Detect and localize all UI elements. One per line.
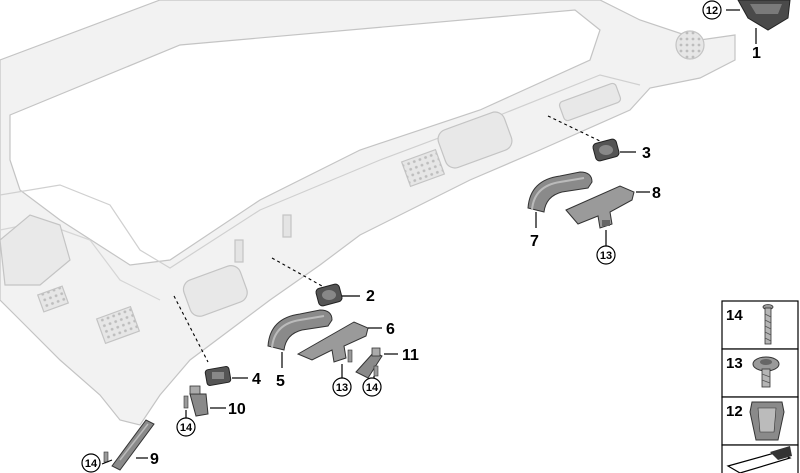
legend-label: 14 (726, 307, 743, 324)
bolt-icon (752, 356, 780, 388)
part-4-cover (204, 366, 232, 386)
wedge-icon (726, 446, 792, 473)
legend-cell (721, 300, 799, 350)
svg-text:14: 14 (366, 382, 379, 394)
headliner-panel (0, 0, 736, 426)
part-7-grab-handle (527, 171, 593, 213)
circled-label-14: 14 (362, 377, 382, 397)
callout-7: 7 (530, 233, 539, 250)
part-2-cover (315, 283, 343, 307)
callout-10: 10 (228, 401, 246, 418)
part-1-bracket (737, 0, 791, 31)
clip-icon (749, 401, 785, 441)
callout-8: 8 (652, 185, 661, 202)
svg-text:13: 13 (600, 250, 612, 262)
part-3-cover (592, 138, 620, 162)
fastener-legend: 14 13 12 (721, 300, 799, 473)
callout-5: 5 (276, 373, 285, 390)
circled-label-14: 14 (81, 453, 101, 473)
circled-label-13: 13 (332, 377, 352, 397)
callout-labels: 1 2 3 4 5 6 7 8 9 10 11 (150, 45, 761, 468)
screw-icons-small (103, 349, 379, 463)
callout-3: 3 (642, 145, 651, 162)
part-10-clip (189, 385, 209, 417)
callout-1: 1 (752, 45, 761, 62)
callout-6: 6 (386, 321, 395, 338)
legend-label: 12 (726, 403, 743, 420)
part-8-bracket (565, 185, 635, 229)
circled-label-12: 12 (702, 0, 722, 20)
leader-lines (101, 9, 757, 465)
screw-icon (762, 304, 774, 345)
part-11-clip (355, 347, 383, 379)
svg-text:12: 12 (706, 5, 718, 17)
svg-text:14: 14 (180, 422, 193, 434)
part-5-grab-handle (267, 309, 333, 351)
part-6-bracket (296, 321, 369, 363)
svg-text:13: 13 (336, 382, 348, 394)
circled-labels: 12 13 13 14 14 14 (81, 0, 722, 473)
legend-cell (721, 348, 799, 398)
callout-4: 4 (252, 371, 261, 388)
legend-label: 13 (726, 355, 743, 372)
part-9-rail (111, 419, 155, 471)
svg-text:14: 14 (85, 458, 98, 470)
callout-11: 11 (402, 347, 419, 364)
circled-label-14: 14 (176, 417, 196, 437)
circled-label-13: 13 (596, 245, 616, 265)
callout-9: 9 (150, 451, 159, 468)
callout-2: 2 (366, 288, 375, 305)
dashed-pointers (173, 115, 603, 363)
